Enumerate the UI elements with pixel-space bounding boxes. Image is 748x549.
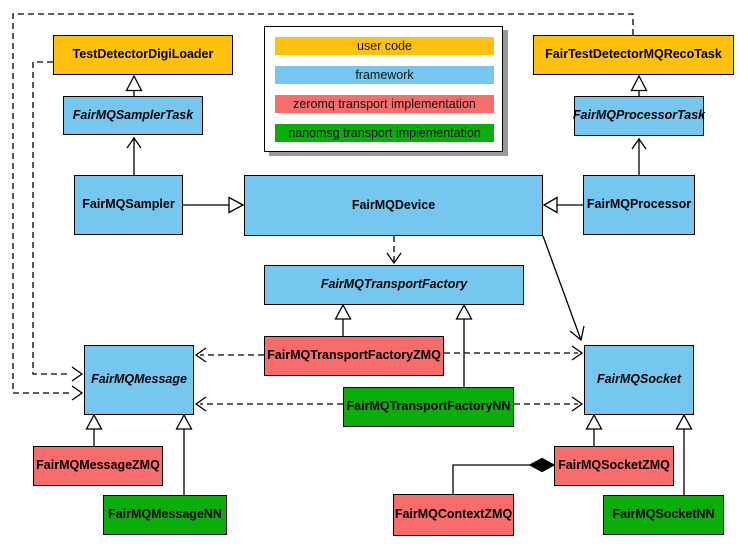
- class-box-fairmqsocketnn: FairMQSocketNN: [603, 495, 724, 535]
- dependency-tfzmq-to-socket: [444, 345, 584, 361]
- class-box-fairmqsamplertask: FairMQSamplerTask: [63, 96, 203, 135]
- inheritance-processortask-to-recotask: [630, 74, 648, 96]
- inheritance-samplertask-to-digiloader: [125, 74, 143, 96]
- legend: user code framework zeromq transport imp…: [264, 26, 503, 152]
- inheritance-socketnn-to-socket: [675, 413, 693, 495]
- inheritance-messagenn-to-message: [175, 413, 193, 495]
- class-box-fairmqdevice: FairMQDevice: [244, 175, 543, 236]
- legend-item-framework: framework: [275, 66, 494, 84]
- arrow-device-to-socket: [542, 235, 585, 342]
- legend-item-zeromq: zeromq transport implementation: [275, 95, 494, 113]
- class-box-fairtestdetectormqrecotask: FairTestDetectorMQRecoTask: [533, 35, 734, 75]
- inheritance-tfnn-to-transportfactory: [455, 303, 473, 387]
- dependency-tfnn-to-message: [194, 396, 343, 412]
- class-box-fairmqmessagenn: FairMQMessageNN: [103, 495, 227, 535]
- arrow-processor-to-processortask: [631, 137, 647, 175]
- class-box-fairmqmessage: FairMQMessage: [84, 345, 194, 415]
- class-box-fairmqtransportfactoryzmq: FairMQTransportFactoryZMQ: [264, 336, 444, 376]
- dependency-tfzmq-to-message: [194, 347, 264, 363]
- inheritance-messagezmq-to-message: [85, 413, 103, 446]
- legend-item-nanomsg: nanomsg transport implementation: [275, 124, 494, 142]
- inheritance-tfzmq-to-transportfactory: [334, 303, 352, 336]
- inheritance-processor-to-device: [542, 196, 583, 214]
- dependency-device-to-transportfactory: [386, 236, 402, 265]
- class-box-testdetectordigiloader: TestDetectorDigiLoader: [53, 35, 233, 75]
- inheritance-sampler-to-device: [183, 196, 245, 214]
- class-box-fairmqtransportfactory: FairMQTransportFactory: [264, 265, 524, 305]
- dependency-tfnn-to-socket: [514, 396, 584, 412]
- composition-socketzmq-contextzmq: [452, 457, 556, 494]
- arrow-sampler-to-samplertask: [126, 136, 142, 175]
- class-box-fairmqsampler: FairMQSampler: [74, 175, 183, 235]
- class-box-fairmqsocket: FairMQSocket: [584, 345, 694, 415]
- class-box-fairmqprocessor: FairMQProcessor: [583, 175, 695, 235]
- legend-item-user-code: user code: [275, 37, 494, 55]
- class-box-fairmqsocketzmq: FairMQSocketZMQ: [554, 446, 674, 486]
- class-box-fairmqcontextzmq: FairMQContextZMQ: [393, 494, 514, 536]
- class-box-fairmqprocessortask: FairMQProcessorTask: [573, 96, 705, 136]
- class-box-fairmqmessagezmq: FairMQMessageZMQ: [33, 446, 163, 486]
- dependency-recotask-to-message: [12, 13, 634, 401]
- inheritance-socketzmq-to-socket: [585, 413, 603, 446]
- class-box-fairmqtransportfactorynn: FairMQTransportFactoryNN: [343, 387, 514, 427]
- dependency-digiloader-to-message: [32, 61, 84, 382]
